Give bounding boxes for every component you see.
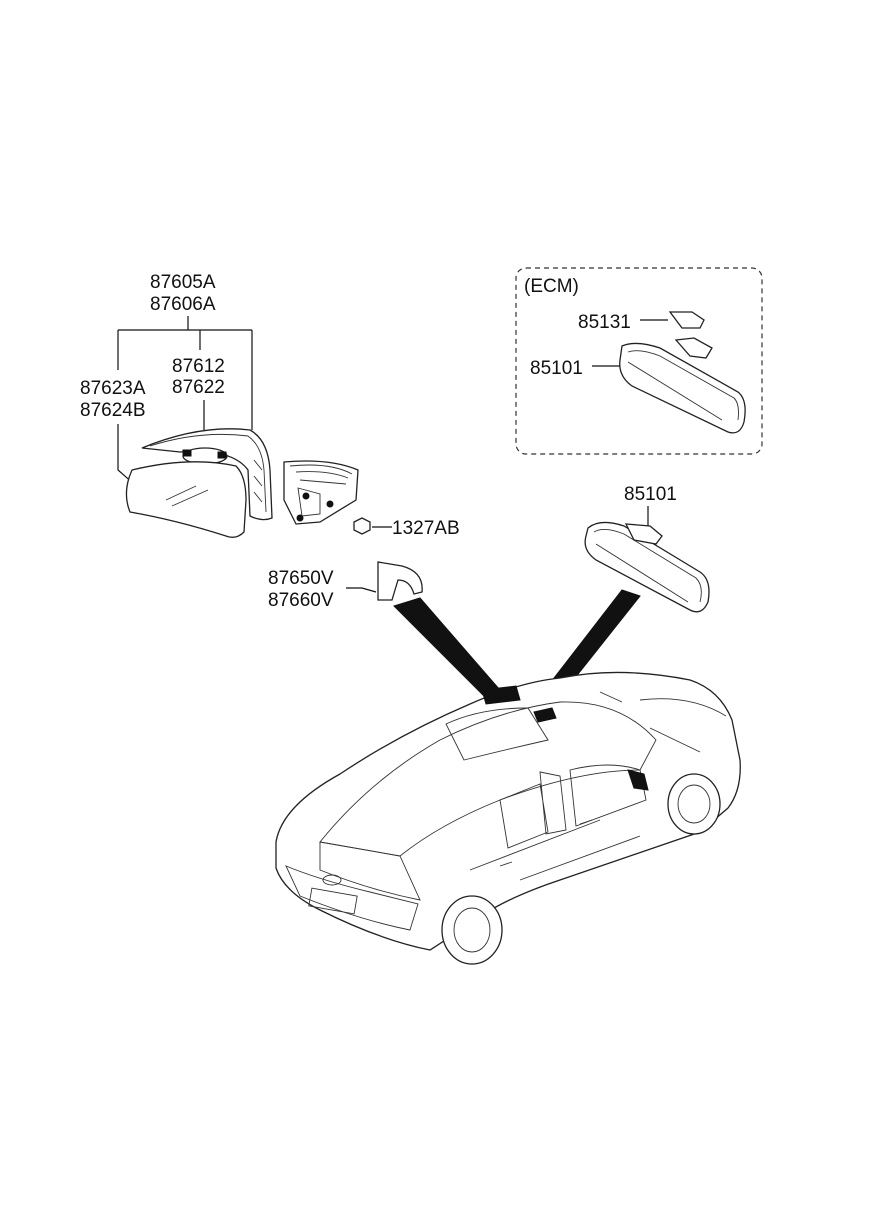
label-87624B: 87624B	[80, 400, 146, 421]
ecm-mount	[674, 337, 713, 359]
mirror-housing-rim	[149, 433, 267, 513]
car-door-lines	[469, 819, 641, 881]
label-87622: 87622	[172, 377, 225, 398]
label-85131: 85131	[578, 312, 631, 333]
actuator-tab-right	[217, 451, 227, 459]
assy-leader	[117, 316, 253, 430]
label-87612: 87612	[172, 356, 225, 377]
label-85101-ecm: 85101	[530, 358, 583, 379]
car-license-plate	[308, 887, 358, 915]
car-trunk	[285, 865, 419, 931]
outside-mirror-group: 87605A 87606A 87612 87622 87623A 87624B	[80, 272, 460, 611]
ecm-mirror	[619, 342, 746, 434]
car-rear-wheel	[441, 895, 503, 965]
mount-bolt-3	[326, 500, 334, 508]
inside-mirror-group: 85101	[584, 484, 710, 613]
mirror-base	[283, 460, 359, 525]
mirror-cover	[377, 561, 423, 601]
car-roof-inside-mirror	[533, 707, 557, 723]
car-roof-mirror-cover	[481, 685, 521, 705]
cover-pointer	[393, 597, 501, 697]
car-illustration	[275, 671, 741, 965]
car-side-windows	[499, 771, 567, 849]
car-side-mirror	[627, 769, 649, 791]
mirror-housing	[141, 428, 273, 521]
ecm-dashed-box	[515, 267, 763, 455]
car-body	[275, 671, 741, 951]
label-85101: 85101	[624, 484, 677, 505]
car-sunroof	[445, 707, 549, 761]
mount-bolt-2	[296, 514, 304, 522]
car-front-hub	[677, 784, 711, 824]
label-1327AB: 1327AB	[392, 518, 460, 539]
housing-ribs	[253, 459, 263, 503]
label-87623A: 87623A	[80, 378, 146, 399]
nut-icon	[353, 517, 371, 535]
car-front-wheel	[667, 773, 721, 835]
ecm-mirror-inner	[627, 350, 739, 421]
car-door-handles	[499, 819, 593, 867]
car-hood-lines	[599, 691, 727, 753]
label-87660V: 87660V	[268, 590, 334, 611]
ecm-group: (ECM) 85131 85101	[515, 267, 763, 455]
mount-bolt-1	[302, 492, 310, 500]
car-roof	[319, 701, 657, 857]
label-87650V: 87650V	[268, 568, 334, 589]
car-emblem	[322, 874, 342, 886]
car-rear-window	[319, 841, 421, 901]
cover-leader	[346, 587, 377, 593]
actuator-tab-left	[182, 449, 192, 457]
base-plate	[297, 487, 321, 517]
ecm-bracket	[668, 311, 705, 329]
base-ribs	[289, 464, 353, 485]
label-87606A: 87606A	[150, 294, 216, 315]
car-rear-hub	[453, 907, 491, 953]
label-87605A: 87605A	[150, 272, 216, 293]
car-front-window	[569, 764, 647, 827]
inside-mirror-inner	[593, 529, 702, 603]
inside-mirror	[584, 521, 710, 613]
ecm-title: (ECM)	[524, 276, 579, 297]
inside-mirror-mount	[624, 523, 663, 545]
mirror-glass-shine	[165, 485, 209, 507]
